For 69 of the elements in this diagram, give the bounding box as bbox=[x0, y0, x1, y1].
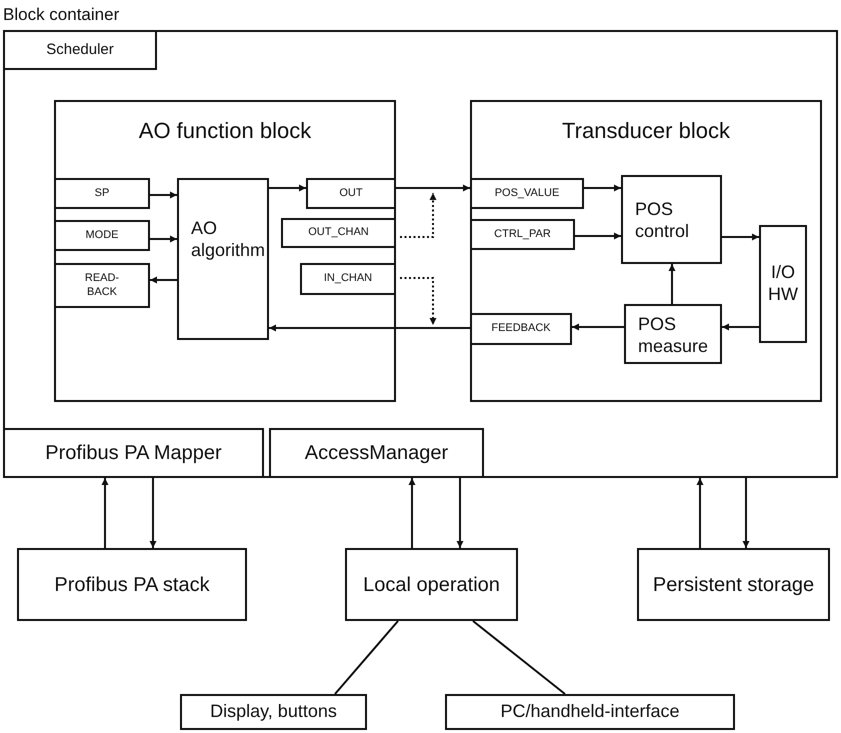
arrow bbox=[150, 236, 177, 242]
arrow bbox=[584, 184, 621, 192]
arrow bbox=[150, 192, 177, 198]
process-box bbox=[3, 30, 157, 70]
process-box bbox=[445, 694, 735, 730]
node-label: SP bbox=[94, 186, 110, 200]
process-box bbox=[624, 304, 722, 364]
node-label: POS control bbox=[635, 199, 690, 242]
process-box bbox=[180, 694, 367, 730]
node-label: I/O HW bbox=[767, 262, 799, 306]
process-box bbox=[306, 178, 396, 209]
arrow bbox=[668, 264, 676, 304]
process-box bbox=[177, 178, 269, 340]
node-label: OUT_CHAN bbox=[308, 226, 369, 240]
node-label: READ-BACK bbox=[84, 272, 120, 299]
process-box bbox=[54, 178, 150, 209]
arrow bbox=[722, 324, 759, 330]
arrow bbox=[575, 232, 621, 240]
process-box bbox=[281, 218, 396, 248]
node-label: FEEDBACK bbox=[491, 322, 551, 336]
arrow bbox=[742, 478, 750, 548]
process-box bbox=[759, 225, 807, 343]
node-label: POS_VALUE bbox=[494, 186, 560, 200]
node-label: CTRL_PAR bbox=[494, 228, 551, 242]
arrow bbox=[572, 324, 624, 330]
node-label: PC/handheld-interface bbox=[500, 701, 680, 723]
process-box bbox=[637, 548, 830, 621]
process-box bbox=[17, 548, 247, 621]
process-box bbox=[621, 175, 722, 264]
node-label: AO algorithm bbox=[191, 218, 266, 262]
node-label: Profibus PA Mapper bbox=[45, 441, 222, 465]
arrow bbox=[269, 184, 306, 192]
arrow bbox=[150, 478, 156, 548]
connector-line bbox=[334, 620, 399, 695]
process-box bbox=[345, 548, 518, 621]
arrow bbox=[696, 478, 704, 548]
process-box bbox=[54, 263, 150, 308]
arrow bbox=[269, 324, 470, 332]
node-label: AccessManager bbox=[304, 441, 448, 465]
process-box bbox=[470, 178, 584, 209]
node-label: OUT bbox=[339, 186, 363, 200]
block-box bbox=[54, 100, 396, 402]
arrow bbox=[456, 478, 464, 548]
node-label: Scheduler bbox=[46, 41, 114, 59]
arrow bbox=[150, 276, 177, 284]
arrow bbox=[722, 234, 759, 240]
block-box bbox=[470, 100, 822, 402]
connector-line bbox=[472, 620, 566, 695]
arrow bbox=[408, 478, 416, 548]
block-title: AO function block bbox=[138, 118, 312, 144]
process-box bbox=[300, 263, 396, 295]
node-label: Profibus PA stack bbox=[54, 572, 210, 596]
process-box bbox=[470, 313, 572, 345]
node-label: Persistent storage bbox=[652, 572, 814, 596]
node-label: Local operation bbox=[363, 572, 500, 596]
node-label: POS measure bbox=[638, 314, 710, 358]
dotted-arrow bbox=[400, 277, 436, 325]
arrow bbox=[102, 478, 108, 548]
process-box bbox=[470, 219, 575, 250]
dotted-arrow bbox=[400, 193, 436, 238]
process-box bbox=[54, 220, 150, 251]
block-title: Transducer block bbox=[562, 118, 730, 144]
arrow bbox=[396, 184, 470, 192]
node-label: MODE bbox=[86, 228, 118, 242]
process-box bbox=[269, 428, 484, 478]
node-label: IN_CHAN bbox=[324, 272, 372, 286]
container-title: Block container bbox=[3, 5, 120, 25]
process-box bbox=[3, 428, 264, 478]
node-label: Display, buttons bbox=[210, 701, 337, 723]
